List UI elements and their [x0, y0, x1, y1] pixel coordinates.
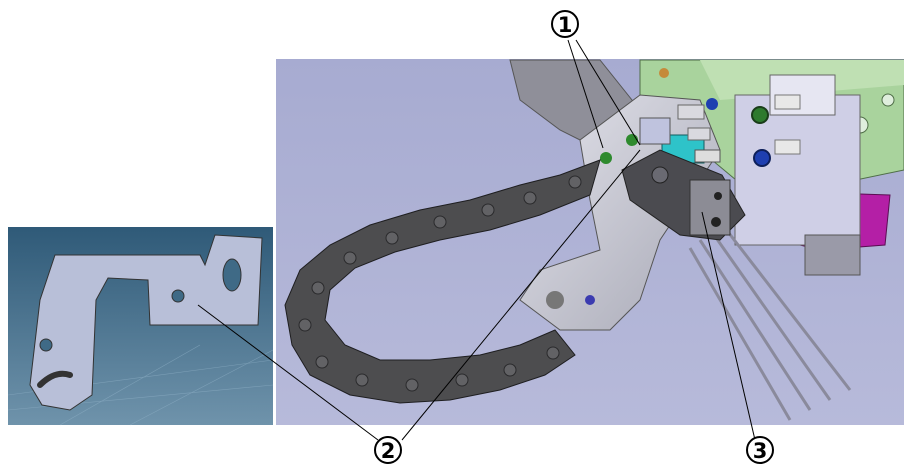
- callout-3: 3: [746, 436, 774, 464]
- valve-port-blue: [753, 149, 771, 167]
- cable-chain: [284, 159, 601, 404]
- valve-port-green: [751, 106, 769, 124]
- callout-2-circle: [374, 436, 402, 464]
- callout-1: 1: [551, 10, 579, 38]
- guide-rods: [688, 227, 852, 421]
- main-cad-view: [276, 59, 904, 425]
- leader-lines: [197, 39, 756, 441]
- callout-1-label: 1: [558, 13, 573, 37]
- fittings: [600, 68, 718, 164]
- connector-module: [621, 149, 746, 241]
- callout-3-label: 3: [753, 439, 768, 463]
- cable-chain-links: [298, 175, 582, 392]
- inset-part-view: [7, 227, 274, 426]
- callout-1-circle: [551, 10, 579, 38]
- callout-3-circle: [746, 436, 774, 464]
- callout-2-label: 2: [381, 439, 396, 463]
- valve-body: [734, 74, 861, 276]
- callout-2: 2: [374, 436, 402, 464]
- inset-bracket: [29, 234, 263, 411]
